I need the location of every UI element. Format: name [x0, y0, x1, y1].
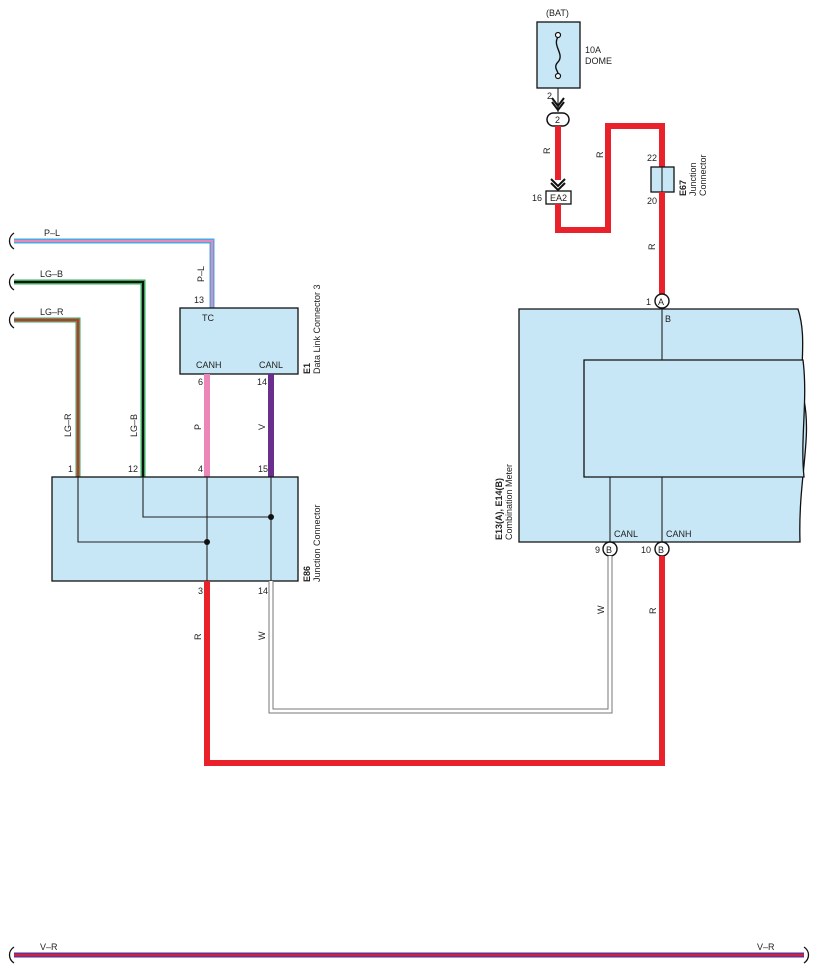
connector-arrow-icon	[551, 97, 565, 108]
e86-pin1: 1	[68, 464, 73, 474]
wire-lgr	[14, 317, 81, 477]
e1-canl: CANL	[259, 360, 283, 370]
e1-tc: TC	[202, 313, 214, 323]
break-icon-4	[8, 946, 15, 964]
svg-text:B: B	[658, 545, 664, 555]
e86-id: E86	[302, 566, 312, 582]
wire-label-lgr-v: LG–R	[63, 413, 73, 437]
meter-pin-canh: 10	[641, 545, 651, 555]
fuse-pin: 2	[547, 91, 552, 101]
break-icon-2	[8, 273, 15, 291]
splice-label: 2	[555, 115, 560, 125]
meter-conn-a-label: A	[658, 297, 664, 307]
wire-label-r-1: R	[542, 147, 552, 154]
e86-pin12: 12	[128, 464, 138, 474]
battery-label: (BAT)	[546, 8, 569, 18]
wire-r-2	[555, 123, 665, 233]
wire-label-pl-v: P–L	[196, 266, 206, 282]
e86-pin4: 4	[198, 464, 203, 474]
e86-pin15: 15	[258, 464, 268, 474]
wire-r-4	[204, 556, 665, 766]
wire-label-w-1: W	[257, 631, 267, 640]
wire-label-pl: P–L	[44, 228, 60, 238]
wire-label-r-5: R	[648, 607, 658, 614]
e86-pin3: 3	[198, 586, 203, 596]
e1-pin-canh: 6	[198, 377, 203, 387]
wire-label-lgb-v: LG–B	[129, 414, 139, 437]
ea2-pin: 16	[532, 193, 542, 203]
meter-canl: CANL	[614, 529, 638, 539]
e86-name: Junction Connector	[312, 504, 322, 582]
e67-name-1: Junction	[688, 162, 698, 196]
wire-label-r-4: R	[193, 633, 203, 640]
wire-label-v: V	[257, 424, 267, 430]
wire-label-r-2: R	[595, 151, 605, 158]
e86-pin14: 14	[258, 586, 268, 596]
e67-id: E67	[678, 180, 688, 196]
combination-meter-inner	[583, 359, 806, 478]
ea2-name: EA2	[550, 193, 567, 203]
meter-id: E13(A), E14(B)	[494, 478, 504, 540]
meter-label-b: B	[665, 314, 671, 324]
fuse-icon	[555, 36, 561, 77]
fuse-name: DOME	[585, 56, 612, 66]
e86-connector	[51, 476, 299, 582]
connector-arrow-icon-2	[550, 178, 566, 188]
wire-label-vr-1: V–R	[40, 942, 58, 952]
meter-pin-a: 1	[646, 297, 651, 307]
meter-conn-a	[654, 293, 670, 309]
e1-canh: CANH	[196, 360, 222, 370]
wire-label-lgb: LG–B	[40, 269, 63, 279]
e1-pin-canl: 14	[257, 377, 267, 387]
e67-pin-top: 22	[647, 153, 657, 163]
e1-name: Data Link Connector 3	[312, 284, 322, 374]
wire-label-w-2: W	[596, 605, 606, 614]
meter-canh: CANH	[666, 529, 692, 539]
meter-name: Combination Meter	[504, 464, 514, 540]
svg-text:B: B	[606, 545, 612, 555]
break-icon-3	[8, 311, 15, 329]
break-icon-1	[8, 232, 15, 250]
wire-label-r-3: R	[647, 243, 657, 250]
e1-pin-tc: 13	[194, 295, 204, 305]
fuse-rating: 10A	[585, 45, 601, 55]
meter-pin-canl: 9	[595, 545, 600, 555]
break-icon-5	[803, 946, 810, 964]
e1-connector	[179, 307, 299, 375]
wire-label-vr-2: V–R	[757, 942, 775, 952]
wire-label-p: P	[193, 424, 203, 430]
e67-pin-bottom: 20	[647, 196, 657, 206]
e67-name-2: Connector	[698, 154, 708, 196]
e1-id: E1	[302, 363, 312, 374]
wire-label-lgr: LG–R	[40, 307, 64, 317]
